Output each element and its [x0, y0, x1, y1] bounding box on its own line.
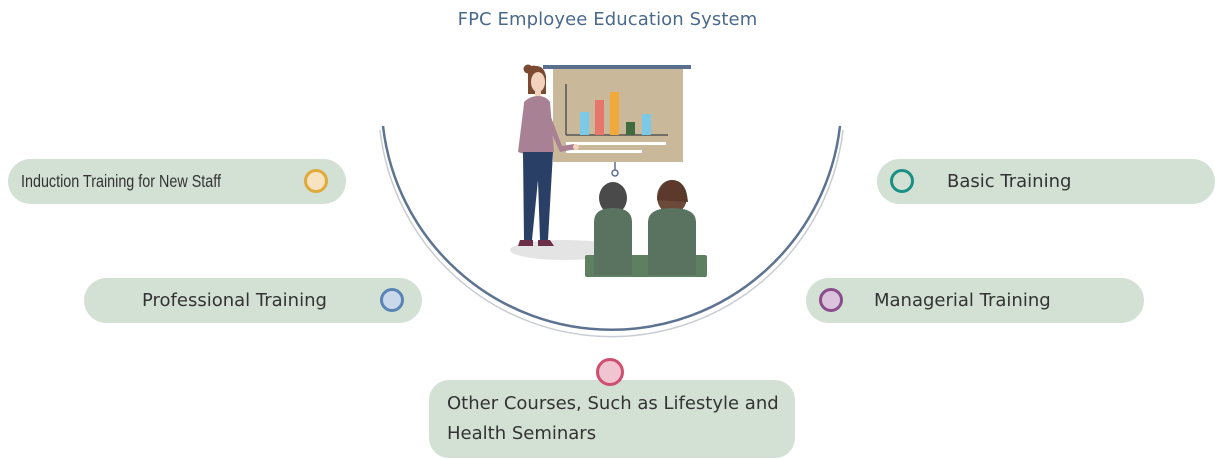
induction-training-label: Induction Training for New Staff	[21, 171, 221, 191]
basic-circle-icon	[890, 169, 914, 193]
induction-training-pill: Induction Training for New Staff	[8, 159, 346, 204]
diagram-title: FPC Employee Education System	[457, 9, 758, 30]
other-courses-label: Other Courses, Such as Lifestyle and Hea…	[447, 393, 779, 444]
basic-training-pill: Basic Training	[877, 159, 1215, 204]
managerial-training-label: Managerial Training	[874, 290, 1051, 311]
managerial-circle-icon	[819, 288, 843, 312]
other-courses-pill: Other Courses, Such as Lifestyle and Hea…	[429, 380, 795, 458]
professional-circle-icon	[380, 288, 404, 312]
basic-training-label: Basic Training	[947, 171, 1072, 192]
other-courses-circle-icon	[596, 358, 624, 386]
professional-training-pill: Professional Training	[84, 278, 422, 323]
professional-training-label: Professional Training	[142, 290, 327, 311]
induction-circle-icon	[304, 169, 328, 193]
managerial-training-pill: Managerial Training	[806, 278, 1144, 323]
presenter-with-chart-icon	[510, 64, 707, 277]
